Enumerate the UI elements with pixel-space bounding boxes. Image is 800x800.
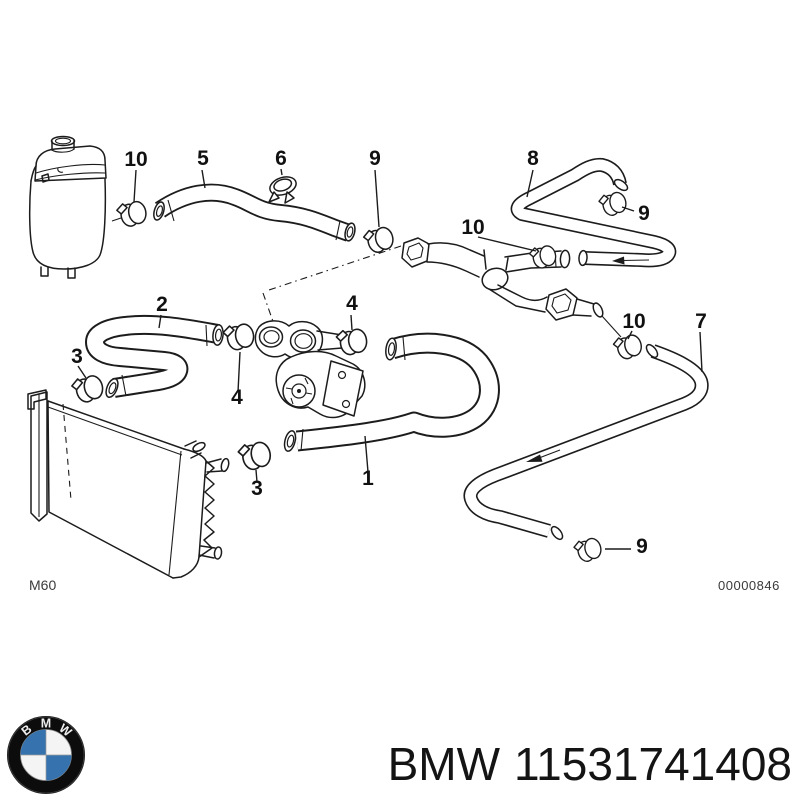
brand-name: BMW (387, 738, 500, 790)
hose-end (283, 430, 297, 452)
callout-4: 4 (346, 292, 358, 315)
hose-end (645, 343, 659, 359)
hose-2 (95, 324, 224, 399)
hose-clamp-9 (597, 189, 629, 219)
callout-8: 8 (527, 147, 539, 170)
callout-labels: 10 5 6 9 8 9 10 2 4 10 7 3 4 1 3 9 (71, 147, 707, 558)
callout-2: 2 (156, 293, 168, 316)
part-number-line: BMW 11531741408 (388, 737, 792, 791)
water-pipe-assembly (401, 237, 622, 338)
engine-code-label: M60 (29, 577, 56, 593)
hose-end (550, 525, 564, 541)
callout-9: 9 (369, 147, 381, 170)
callout-1: 1 (362, 467, 374, 490)
hose-clamp-3 (236, 439, 274, 473)
part-number: 11531741408 (514, 738, 792, 790)
callout-10: 10 (461, 216, 484, 239)
logo-letter-m: M (41, 717, 51, 731)
cooling-hoses-diagram: 10 5 6 9 8 9 10 2 4 10 7 3 4 1 3 9 M60 0… (27, 135, 780, 593)
callout-3: 3 (251, 477, 263, 500)
hose-clamp-9 (572, 535, 604, 565)
hose-clamp-10 (527, 243, 559, 271)
flow-arrow (612, 256, 625, 265)
hose-end (578, 249, 588, 267)
hose-end (613, 178, 629, 192)
hose-5 (152, 193, 357, 242)
callout-9: 9 (638, 202, 650, 225)
expansion-tank (28, 135, 107, 279)
callout-3: 3 (71, 345, 83, 368)
bmw-logo: B M W (7, 716, 85, 794)
callout-10: 10 (124, 148, 147, 171)
hose-clamp-10 (611, 332, 645, 362)
hose-clamp-3 (69, 372, 107, 406)
callout-7: 7 (695, 310, 707, 333)
callout-10: 10 (622, 310, 645, 333)
hose-clamp-4 (221, 321, 257, 353)
callout-4: 4 (231, 386, 243, 409)
hose-1 (283, 337, 490, 452)
hose-8 (518, 165, 670, 266)
hose-clamp-9 (361, 224, 397, 256)
roundel-quadrant-blue (20, 729, 46, 755)
callout-9: 9 (636, 535, 648, 558)
flow-arrow (526, 454, 543, 462)
hose-retainer-clip (268, 176, 297, 204)
hose-clamp-10 (115, 198, 149, 230)
hose-clamp-4 (334, 326, 369, 357)
thermostat-water-pump (254, 320, 366, 419)
callout-5: 5 (197, 147, 209, 170)
radiator (27, 389, 230, 579)
callout-leader-lines (77, 168, 703, 550)
hose-end (153, 201, 165, 221)
assembly-reference-lines (262, 245, 402, 331)
roundel-quadrant-blue (46, 755, 72, 781)
callout-6: 6 (275, 147, 287, 170)
hose-7 (470, 343, 701, 541)
radiator-hidden-edge (62, 403, 72, 501)
diagram-number-label: 00000846 (718, 578, 780, 593)
